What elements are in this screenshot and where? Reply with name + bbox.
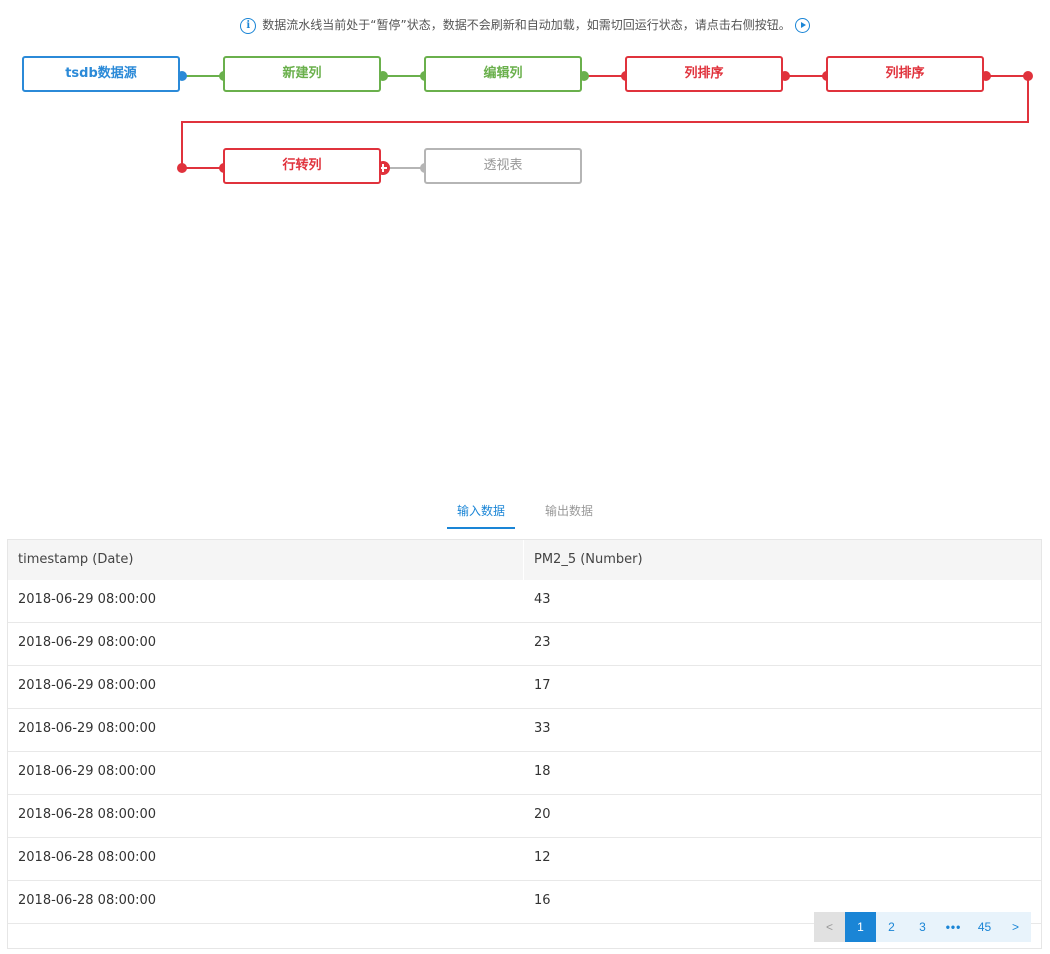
page-button-2[interactable]: 2 xyxy=(876,912,907,942)
table-row: 2018-06-28 08:00:00 16 xyxy=(8,881,1041,924)
pipeline-canvas: tsdb数据源 新建列 编辑列 列排序 列排序 行转列 透视表 xyxy=(0,0,1050,200)
node-pivot-table[interactable]: 透视表 xyxy=(424,148,582,184)
cell-timestamp: 2018-06-29 08:00:00 xyxy=(18,764,157,779)
column-header-pm25[interactable]: PM2_5 (Number) xyxy=(534,552,643,567)
table-row: 2018-06-29 08:00:00 33 xyxy=(8,709,1041,752)
cell-pm25: 43 xyxy=(534,592,551,607)
prev-page-button[interactable]: < xyxy=(814,912,845,942)
table-row: 2018-06-28 08:00:00 12 xyxy=(8,838,1041,881)
table-row: 2018-06-29 08:00:00 18 xyxy=(8,752,1041,795)
notice-text: 数据流水线当前处于“暂停”状态，数据不会刷新和自动加载，如需切回运行状态，请点击… xyxy=(262,18,791,32)
column-header-timestamp[interactable]: timestamp (Date) xyxy=(8,540,524,580)
cell-timestamp: 2018-06-28 08:00:00 xyxy=(18,893,157,908)
data-tabs: 输入数据 输出数据 xyxy=(0,498,1050,529)
tab-input-data[interactable]: 输入数据 xyxy=(446,498,515,529)
cell-pm25: 23 xyxy=(534,635,551,650)
cell-pm25: 20 xyxy=(534,807,551,822)
table-row: 2018-06-28 08:00:00 20 xyxy=(8,795,1041,838)
cell-timestamp: 2018-06-28 08:00:00 xyxy=(18,807,157,822)
connector-line xyxy=(181,75,1029,169)
cell-timestamp: 2018-06-29 08:00:00 xyxy=(18,592,157,607)
cell-pm25: 18 xyxy=(534,764,551,779)
node-sort-column-1[interactable]: 列排序 xyxy=(625,56,783,92)
table-row: 2018-06-29 08:00:00 17 xyxy=(8,666,1041,709)
node-row-to-column[interactable]: 行转列 xyxy=(223,148,381,184)
more-pages-button[interactable]: ••• xyxy=(938,912,969,942)
cell-pm25: 12 xyxy=(534,850,551,865)
cell-timestamp: 2018-06-29 08:00:00 xyxy=(18,678,157,693)
page-button-3[interactable]: 3 xyxy=(907,912,938,942)
table-body[interactable]: 2018-06-29 08:00:00 43 2018-06-29 08:00:0… xyxy=(8,580,1041,924)
cell-timestamp: 2018-06-29 08:00:00 xyxy=(18,721,157,736)
cell-pm25: 33 xyxy=(534,721,551,736)
node-sort-column-2[interactable]: 列排序 xyxy=(826,56,984,92)
page-button-last[interactable]: 45 xyxy=(969,912,1000,942)
page-button-1[interactable]: 1 xyxy=(845,912,876,942)
table-row: 2018-06-29 08:00:00 43 xyxy=(8,580,1041,623)
data-table: timestamp (Date) PM2_5 (Number) 2018-06-… xyxy=(7,539,1042,949)
pipeline-status-notice: i 数据流水线当前处于“暂停”状态，数据不会刷新和自动加载，如需切回运行状态，请点… xyxy=(0,16,1050,34)
cell-timestamp: 2018-06-28 08:00:00 xyxy=(18,850,157,865)
play-icon[interactable] xyxy=(794,18,810,33)
node-edit-column[interactable]: 编辑列 xyxy=(424,56,582,92)
info-icon: i xyxy=(240,17,257,34)
node-tsdb-source[interactable]: tsdb数据源 xyxy=(22,56,180,92)
connector-joint xyxy=(177,163,187,173)
connector-joint xyxy=(1023,71,1033,81)
cell-timestamp: 2018-06-29 08:00:00 xyxy=(18,635,157,650)
cell-pm25: 17 xyxy=(534,678,551,693)
cell-pm25: 16 xyxy=(534,893,551,908)
table-row: 2018-06-29 08:00:00 23 xyxy=(8,623,1041,666)
next-page-button[interactable]: > xyxy=(1000,912,1031,942)
node-new-column[interactable]: 新建列 xyxy=(223,56,381,92)
pagination: < 1 2 3 ••• 45 > xyxy=(814,912,1031,942)
tab-output-data[interactable]: 输出数据 xyxy=(545,504,594,518)
table-header: timestamp (Date) PM2_5 (Number) xyxy=(8,540,1041,580)
